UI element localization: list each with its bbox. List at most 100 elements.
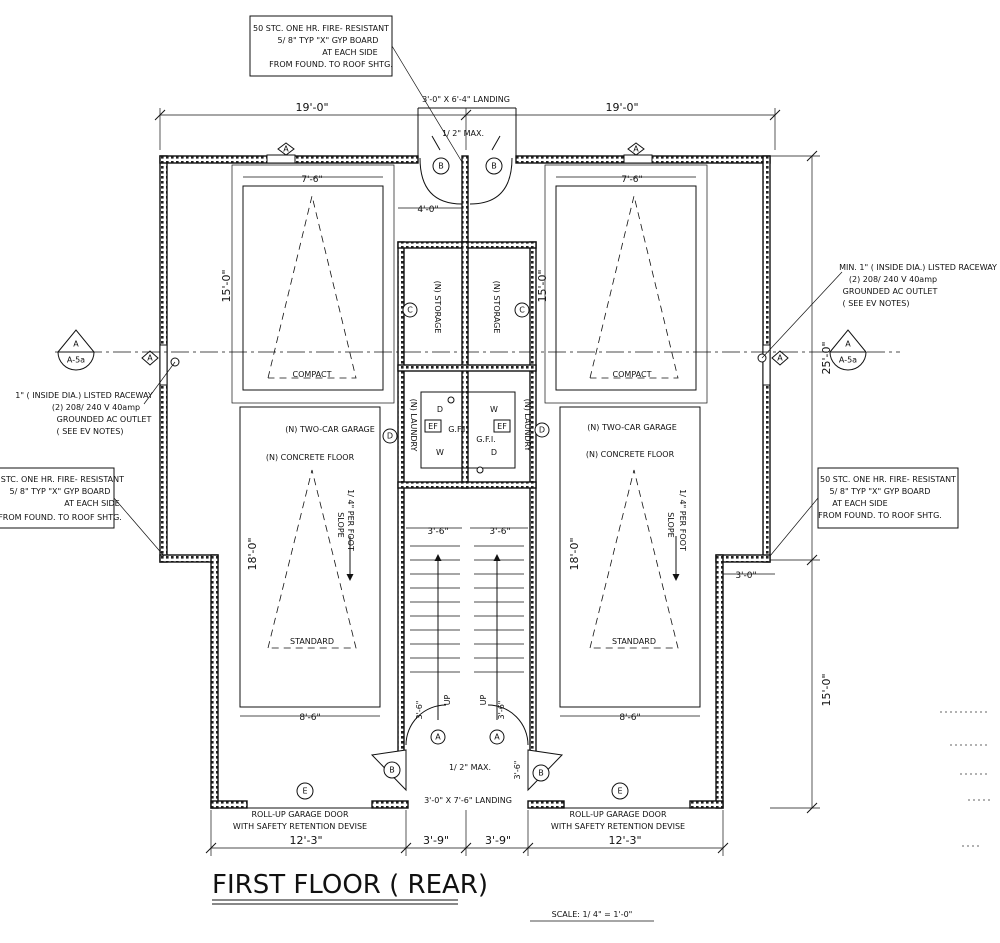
dimension-text: 3'-6" <box>427 527 448 537</box>
dimension-text: 25'-0" <box>820 341 833 374</box>
note-line: (2) 208/ 240 V 40amp <box>52 403 140 412</box>
room-label: (N) CONCRETE FLOOR <box>266 453 355 462</box>
dimension-text: 8'-6" <box>299 713 320 723</box>
door-tag-b-right <box>485 157 503 175</box>
center-core: 4'-0" (N) STORAGE (N) STORAGE C C (N) LA… <box>382 205 550 763</box>
note-line: GROUNDED AC OUTLET <box>843 287 938 296</box>
tag-letter: E <box>617 787 622 796</box>
door-label: WITH SAFETY RETENTION DEVISE <box>233 822 367 831</box>
dimension-text: 3'-6" <box>489 527 510 537</box>
window-tag-a <box>141 350 159 366</box>
tag-letter: B <box>491 162 497 171</box>
stall-label: STANDARD <box>612 637 656 646</box>
slope-label: 1/ 4" PER FOOT <box>678 489 687 551</box>
tag-letter: C <box>407 306 413 315</box>
dimension-text: 18'-0" <box>568 537 581 570</box>
dimension-text: 15'-0" <box>220 269 233 302</box>
outlet-label: G.F.I. <box>448 425 468 434</box>
note-line: GROUNDED AC OUTLET <box>57 415 152 424</box>
slope-label: SLOPE <box>336 512 345 537</box>
note-line: 50 STC. ONE HR. FIRE- RESISTANT <box>820 475 956 484</box>
tag-letter: D <box>539 426 545 435</box>
door-tag-e <box>296 782 314 800</box>
washer-label: W <box>490 405 498 414</box>
stall-label: COMPACT <box>293 370 332 379</box>
dimension-text: 19'-0" <box>295 101 328 114</box>
tag-letter: B <box>438 162 444 171</box>
door-tag-b-left <box>432 157 450 175</box>
note-line: 5/ 8" TYP "X" GYP BOARD <box>830 487 931 496</box>
dimension-text: 12'-3" <box>289 834 322 847</box>
dimension-text: 18'-0" <box>246 537 259 570</box>
door-tag-d <box>534 422 550 438</box>
dimension-text: 3'-0" <box>735 571 756 581</box>
exhaust-fan-icon <box>424 419 442 433</box>
fan-label: EF <box>497 422 507 431</box>
landing-label: 3'-0" X 7'-6" LANDING <box>424 796 512 805</box>
garage-right: 7'-6" 15'-0" COMPACT (N) TWO-CAR GARAGE … <box>536 164 767 723</box>
top-dimension-line: 19'-0" 19'-0" <box>154 101 781 150</box>
door-tag-a <box>489 729 505 745</box>
note-box-right-wall: 50 STC. ONE HR. FIRE- RESISTANT 5/ 8" TY… <box>769 467 959 557</box>
drawing-title: FIRST FLOOR ( REAR) SCALE: 1/ 4" = 1'-0" <box>212 870 654 922</box>
dimension-text: 7'-6" <box>621 175 642 185</box>
note-line: FROM FOUND. TO ROOF SHTG. <box>0 513 122 522</box>
note-line: ( SEE EV NOTES) <box>57 427 124 436</box>
dimension-text: 7'-6" <box>301 175 322 185</box>
section-letter: A <box>845 340 851 349</box>
tag-letter: B <box>389 766 395 775</box>
dimension-text: 4'-0" <box>417 205 438 215</box>
section-sheet: A-5a <box>67 356 85 365</box>
note-line: 5/ 8" TYP "X" GYP BOARD <box>278 36 379 45</box>
door-label: ROLL-UP GARAGE DOOR <box>251 810 349 819</box>
leader-line <box>391 45 463 163</box>
bottom-landing: B B 1/ 2" MAX. 3'-6" 3'-0" X 7'-6" LANDI… <box>370 749 564 805</box>
dimension-text: 15'-0" <box>820 673 833 706</box>
outlet-icon <box>447 396 455 404</box>
room-label: (N) CONCRETE FLOOR <box>586 450 675 459</box>
fan-label: EF <box>428 422 438 431</box>
window-tag-a <box>627 142 645 156</box>
dimension-text: 19'-0" <box>605 101 638 114</box>
note-line: ( SEE EV NOTES) <box>843 299 910 308</box>
stair-up-label: UP <box>443 694 452 705</box>
margin-smudges <box>940 711 990 847</box>
scale-label: SCALE: 1/ 4" = 1'-0" <box>552 910 633 919</box>
outlet-label: G.F.I. <box>476 435 496 444</box>
note-line: (2) 208/ 240 V 40amp <box>849 275 937 284</box>
stall-label: STANDARD <box>290 637 334 646</box>
dimension-text: 3'-6" <box>497 701 506 720</box>
note-line: 5/ 8" TYP "X" GYP BOARD <box>10 487 111 496</box>
dryer-label: D <box>491 448 497 457</box>
room-label: (N) TWO-CAR GARAGE <box>587 423 677 432</box>
note-line: AT EACH SIDE <box>832 499 887 508</box>
tag-letter: B <box>538 769 544 778</box>
door-tag-c <box>402 302 418 318</box>
door-tag-e <box>611 782 629 800</box>
note-left-raceway: 1" ( INSIDE DIA.) LISTED RACEWAY (2) 208… <box>15 361 176 436</box>
dimension-text: 12'-3" <box>608 834 641 847</box>
dimension-text: 3'-9" <box>485 834 511 847</box>
dimension-text: 1/ 2" MAX. <box>449 763 491 772</box>
section-marker-left: A A-5a <box>56 329 96 371</box>
washer-label: W <box>436 448 444 457</box>
note-line: AT EACH SIDE <box>322 48 377 57</box>
section-sheet: A-5a <box>839 356 857 365</box>
tag-letter: A <box>283 145 289 154</box>
room-label: (N) TWO-CAR GARAGE <box>285 425 375 434</box>
landing-label: 3'-0" X 6'-4" LANDING <box>422 95 510 104</box>
tag-letter: C <box>519 306 525 315</box>
garage-left: 7'-6" 15'-0" COMPACT (N) TWO-CAR GARAGE … <box>170 164 395 723</box>
note-line: MIN. 1" ( INSIDE DIA.) LISTED RACEWAY <box>839 263 997 272</box>
right-dimension-line: 25'-0" 15'-0" 3'-0" <box>722 150 833 814</box>
stall-label: COMPACT <box>613 370 652 379</box>
exhaust-fan-icon <box>493 419 511 433</box>
window-tag-a <box>277 142 295 156</box>
tag-letter: A <box>147 354 153 363</box>
door-tag-b <box>383 761 401 779</box>
bottom-dimension-line: 12'-3" 3'-9" 3'-9" 12'-3" <box>205 810 729 856</box>
window-markers: A A A A <box>141 142 789 386</box>
dimension-text: 15'-0" <box>536 269 549 302</box>
tag-letter: E <box>302 787 307 796</box>
